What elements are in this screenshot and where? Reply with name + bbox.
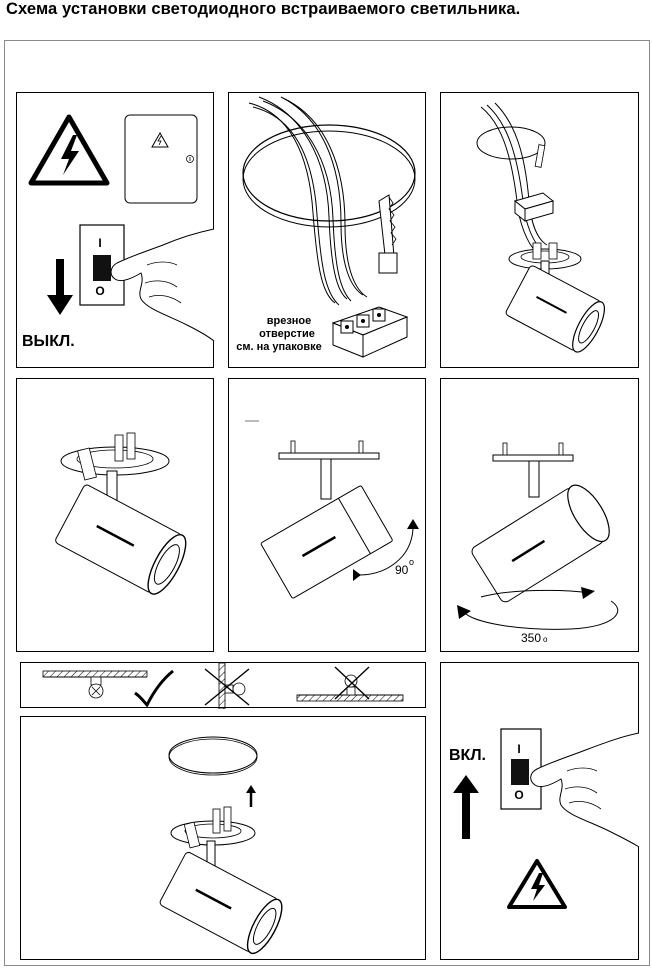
step-install-ceiling-panel xyxy=(20,716,426,960)
fixture-body-icon xyxy=(260,485,393,599)
tilt-angle-unit: o xyxy=(409,557,415,567)
cutout-note-line1: врезное xyxy=(266,315,312,327)
rotate-illustration xyxy=(457,442,619,630)
tilt-angle-value: 90 xyxy=(395,563,409,577)
terminal-block-icon xyxy=(513,192,555,223)
high-voltage-warning-icon xyxy=(28,114,110,186)
step-cutout-wiring-panel: врезное отверстие см. на упаковке xyxy=(228,92,426,368)
fixture-body-icon xyxy=(55,484,187,595)
checkmark-icon xyxy=(134,669,174,708)
cutout-note-line3: см. на упаковке xyxy=(236,341,322,353)
rotate-angle-unit: o xyxy=(543,635,548,644)
diagram-frame xyxy=(4,40,650,966)
power-off-label: ВЫКЛ. xyxy=(22,333,75,350)
svg-text:I: I xyxy=(98,236,101,250)
step-rotate-panel: 350 o xyxy=(440,378,639,652)
page-title: Схема установки светодиодного встраиваем… xyxy=(6,0,521,18)
fixture-body-icon xyxy=(505,265,605,353)
cutout-wiring-illustration xyxy=(242,96,416,358)
step-power-off-panel: I O ВЫКЛ. xyxy=(16,92,215,368)
rotate-angle-value: 350 xyxy=(521,631,542,645)
step-power-on-panel: I O ВКЛ. xyxy=(440,662,640,960)
install-ceiling-illustration xyxy=(159,736,283,955)
floor-mount-forbidden-icon xyxy=(296,666,404,702)
terminal-block-icon xyxy=(331,306,409,358)
electrical-panel-icon xyxy=(124,114,198,204)
power-off-illustration: I O xyxy=(28,114,215,342)
step-insert-fixture-panel xyxy=(16,378,214,652)
svg-text:O: O xyxy=(95,284,104,298)
wall-switch-icon xyxy=(500,728,542,810)
power-on-illustration: I O xyxy=(453,728,640,909)
mounting-orientation-panel xyxy=(20,662,426,709)
svg-text:I: I xyxy=(517,742,520,756)
fixture-body-icon xyxy=(159,851,283,955)
mounting-orientation-illustration xyxy=(42,663,404,709)
ceiling-mount-allowed-icon xyxy=(42,670,148,699)
step-tilt-panel: 90 o xyxy=(228,378,426,652)
wall-mount-forbidden-icon xyxy=(204,663,250,709)
svg-text:O: O xyxy=(514,788,523,802)
arrow-up-icon xyxy=(453,775,479,839)
step-connect-fixture-panel xyxy=(440,92,639,368)
arrow-up-icon xyxy=(246,785,256,807)
cutout-note-line2: отверстие xyxy=(259,328,315,340)
power-on-label: ВКЛ. xyxy=(449,747,486,764)
arrow-down-icon xyxy=(47,259,73,315)
high-voltage-warning-icon xyxy=(507,859,567,909)
saw-blade-icon xyxy=(378,194,398,274)
rotation-arrow-icon xyxy=(457,587,619,630)
insert-fixture-illustration xyxy=(55,432,187,595)
fixture-body-icon xyxy=(471,484,610,603)
tilt-illustration xyxy=(245,420,419,599)
connect-fixture-illustration xyxy=(476,102,605,353)
rotation-arrow-icon xyxy=(353,519,419,581)
